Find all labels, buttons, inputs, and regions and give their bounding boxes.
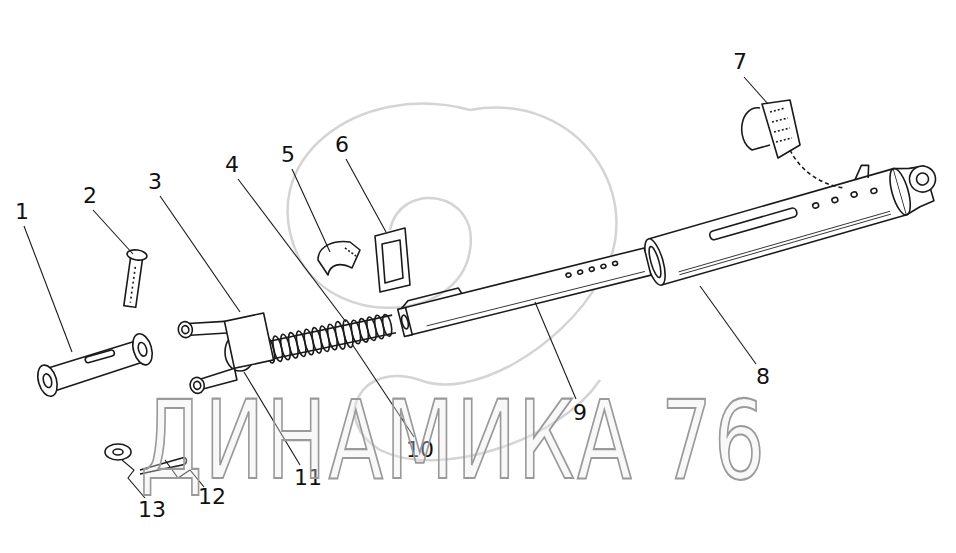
watermark: ДИНАМИКА 76 bbox=[140, 388, 767, 496]
callout-number: 1 bbox=[15, 201, 29, 223]
callout-number: 7 bbox=[733, 51, 747, 73]
callout-number: 4 bbox=[225, 154, 239, 176]
callout-number: 6 bbox=[335, 134, 349, 156]
callout-number: 13 bbox=[138, 499, 166, 521]
callout-number: 8 bbox=[756, 366, 770, 388]
callout-number: 3 bbox=[148, 171, 162, 193]
callout-number: 2 bbox=[83, 185, 97, 207]
callout-number: 5 bbox=[281, 144, 295, 166]
